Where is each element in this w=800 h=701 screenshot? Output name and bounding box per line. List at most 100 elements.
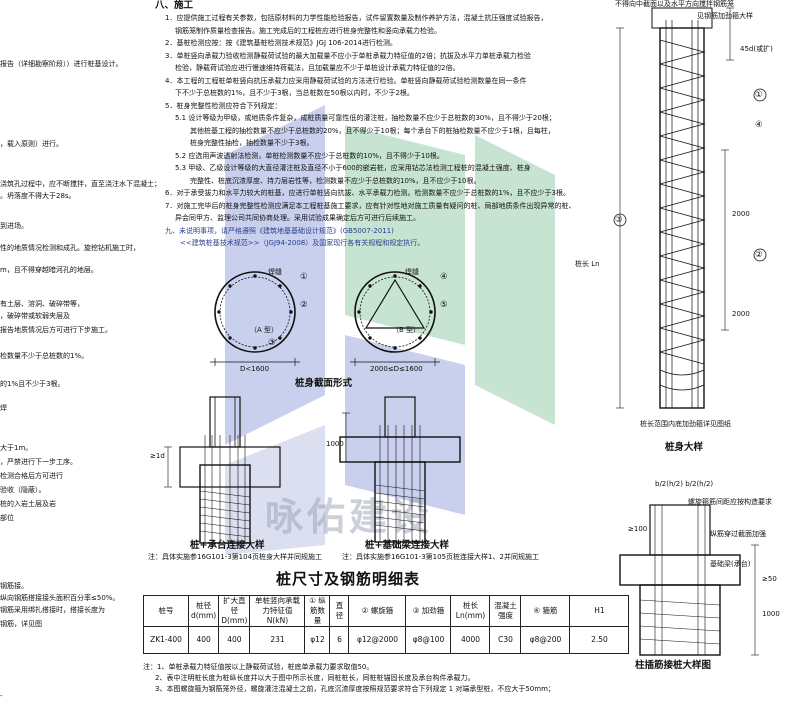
note-line: <<建筑桩基技术规范>>（JGJ94-2008）及国家现行各有关规程和规定执行。 [180, 239, 425, 247]
left-note-line: 浇筑孔过程中，应不断搅拌，直至浇注水下混凝土； [0, 180, 161, 188]
footnote-1: 注：1、单桩承载力特征值按以上静载荷试验，桩底单承载力要求取值50。 [143, 663, 374, 671]
note-line: 下不少于总桩数的1%，且不少于3根，当总桩数在50根以内时，不少于2根。 [175, 89, 414, 97]
left-note-line: ，破碎带或软弱夹层及 [0, 312, 70, 320]
table-header-cell: 扩大直径 D(mm) [218, 595, 251, 627]
column-dowel-detail-drawing [619, 504, 759, 656]
section-a-sublabel: （A 型） [250, 326, 279, 334]
table-header-cell: 直径 [329, 595, 350, 627]
section-a-circle-1: ① [300, 272, 308, 282]
left-note-line: 钢筋接。 [0, 582, 28, 590]
section-b-circle-4: ④ [440, 272, 448, 282]
left-note-line: ，严禁进行下一步工序。 [0, 458, 77, 466]
section-b-sublabel: （B 型） [392, 326, 421, 334]
table-cell: φ8@100 [405, 626, 452, 654]
table-cell: φ12@2000 [348, 626, 407, 654]
table-cell: 6 [329, 626, 350, 654]
pile-body-label-ring: 见钢筋加劲箍大样 [697, 12, 753, 20]
column-dowel-dim-2: ≥50 [762, 575, 777, 583]
left-note-line: 有土层、溶洞、破碎带等， [0, 300, 84, 308]
table-cell: 4000 [450, 626, 491, 654]
table-cell: 231 [249, 626, 306, 654]
note-line: 5.3 甲级、乙级设计等级的大直径灌注桩及直径不小于600的嵌岩桩，应采用钻芯法… [175, 164, 531, 172]
pile-body-dim-2000a: 2000 [732, 210, 750, 218]
note-line: 九、未说明事项，请严格遵照《建筑地基基础设计规范》(GB5007-2011) [165, 226, 394, 235]
note-line: 2．基桩检测应按：按《建筑基桩检测技术规范》JGJ 106-2014进行检测。 [165, 39, 397, 47]
section-b-weld: 焊缝 [405, 268, 419, 276]
left-note-line: 报告（详细勘察阶段））进行桩基设计。 [0, 60, 123, 68]
table-cell: 2.50 [569, 626, 630, 654]
pile-body-label-top: 不得向中截面以及水平方向搅拌钢筋笼 [615, 0, 734, 8]
section-b-circle-5: ⑤ [440, 300, 448, 310]
pile-body-note-side: 桩长范围内底加劲箍详见图纸 [640, 420, 731, 428]
left-note-line: 钢筋采用绑扎搭接时，搭接长度为 [0, 606, 105, 614]
table-header-cell: ② 螺旋箍 [348, 595, 407, 627]
note-line: 6．对于承受拔力和水平力较大的桩基，应进行单桩竖向抗拔、水平承载力检测。检测数量… [165, 189, 571, 197]
footnote-2: 2、表中注明桩长度为桩纵长度并以大于图中所示长度，同桩桩长，同桩桩锚固长度及承台… [155, 674, 475, 682]
left-note-line: 验收（隐蔽）。 [0, 486, 46, 494]
pile-body-detail-drawing [613, 7, 767, 409]
note-line: 异会同甲方、监理公司共同协商处理。采用试验成果确定后方可进行后续施工。 [175, 214, 420, 222]
table-header-cell: 桩径 d(mm) [187, 595, 220, 627]
pile-body-dim-2000b: 2000 [732, 310, 750, 318]
table-header-cell: 桩长 Ln(mm) [450, 595, 491, 627]
note-line: 完整性、桩底沉渣厚度、持力层岩性等，检测数量不应少于总桩数的10%，且不应少于1… [190, 176, 481, 185]
detail-beam-dim: 1000 [326, 440, 344, 448]
note-line: 3．单桩竖向承载力验收检测静载荷试验的最大加载量不应小于单桩承载力特征值的2倍；… [165, 51, 531, 60]
note-line: 5.2 应选用声波透射法检测，单桩检测数量不应少于总桩数的10%，且不得少于10… [175, 151, 444, 160]
left-note-line: 到进场。 [0, 222, 28, 230]
column-dowel-label-top: b/2(h/2) b/2(h/2) [655, 480, 714, 488]
left-note-line: 纵向钢筋搭接接头面积百分率≤50%。 [0, 594, 120, 602]
column-dowel-title: 柱插筋接桩大样图 [635, 660, 712, 671]
table-header-row: 桩号 桩径 d(mm) 扩大直径 D(mm) 单桩竖向承载 力特征值 N(kN)… [143, 595, 630, 627]
detail-cap-title: 桩+承台连接大样 [190, 540, 265, 551]
left-note-line: 检数量不少于总桩数的1%。 [0, 352, 89, 360]
pile-body-circle-2: ② [755, 250, 763, 260]
table-cell: 400 [187, 626, 220, 654]
left-note-line: 大于1m。 [0, 444, 33, 452]
column-dowel-note-c: 基础梁(承台) [710, 560, 751, 568]
table-cell: φ12 [304, 626, 331, 654]
pile-body-circle-3: ③ [615, 215, 623, 225]
left-note-line: 检测合格后方可进行 [0, 472, 63, 480]
left-note-line: m，且不得穿越暗河孔的地层。 [0, 266, 98, 274]
left-note-line: - [0, 692, 3, 700]
left-note-line: 。坍落度不得大于28s。 [0, 192, 76, 200]
note-line: 钢筋笼制作质量检查报告。施工完成后的工程桩应进行桩身完整性和竖向承载力检验。 [175, 26, 441, 35]
left-note-line: 桩的入岩土层及岩 [0, 500, 56, 508]
detail-cap-drawing [164, 396, 281, 544]
table-header-cell: 混凝土 强度 [489, 595, 522, 627]
pile-body-circle-1: ① [755, 90, 763, 100]
note-line: 桩身完整性抽检，抽检数量不少于3根。 [190, 139, 314, 147]
detail-cap-note: 注：具体实施参16G101-3第104页桩身大样并同规施工 [148, 553, 323, 561]
table-cell: 400 [218, 626, 251, 654]
note-line: 4．本工程的工程桩单桩竖向抗压承载力应采用静载荷试验的方法进行检验。单桩竖向静载… [165, 76, 527, 85]
section-a-weld: 焊缝 [268, 268, 282, 276]
table-header-cell: ① 纵筋数量 [304, 595, 331, 627]
watermark-text: 咏佑建设 [265, 495, 434, 539]
section-b-dim: 2000≤D≤1600 [370, 365, 423, 373]
column-dowel-note-a: 螺旋箍筋间距应按构造要求 [688, 498, 772, 506]
detail-cap-dim: ≥1d [150, 452, 165, 460]
pile-section-b-drawing [350, 271, 440, 366]
column-dowel-note-d: ≥100 [628, 525, 648, 533]
note-line: 5．桩身完整性检测应符合下列规定： [165, 101, 282, 110]
table-cell: φ8@200 [520, 626, 571, 654]
section-a-circle-2: ② [300, 300, 308, 310]
left-note-line: 性的地质情况检测和成孔。旋挖钻机施工时， [0, 244, 140, 252]
left-note-line: 焊 [0, 404, 7, 412]
left-note-line: 钢筋，详见图 [0, 620, 42, 628]
column-dowel-dim-1: 1000 [762, 610, 780, 618]
left-note-line: 部位 [0, 514, 14, 522]
left-note-line: 的1%且不少于3根。 [0, 380, 65, 388]
pile-section-a-drawing [210, 271, 300, 366]
section-a-dim: D<1600 [240, 365, 270, 373]
left-note-line: 报告地质情况后方可进行下步施工。 [0, 326, 112, 334]
note-line: 其他桩基工程的抽检数量不应少于总桩数的20%，且不得少于10根；每个承台下的桩抽… [190, 126, 555, 135]
pile-body-dim-length: 桩长 Ln [575, 260, 600, 268]
table-header-cell: ③ 加劲箍 [405, 595, 452, 627]
pile-body-title: 桩身大样 [665, 442, 704, 453]
note-line: 5.1 设计等级为甲级，或地质条件复杂，成桩质量可靠性低的灌注桩，抽检数量不应少… [175, 114, 556, 122]
detail-beam-note: 注：具体实施参16G101-3第105页桩连接大样1、2并同规施工 [342, 553, 539, 561]
table-header-cell: 桩号 [143, 595, 189, 627]
note-line: 1．应提供施工过程有关参数，包括原材料的力学性能检验报告，试件留置数量及制作养护… [165, 14, 548, 22]
